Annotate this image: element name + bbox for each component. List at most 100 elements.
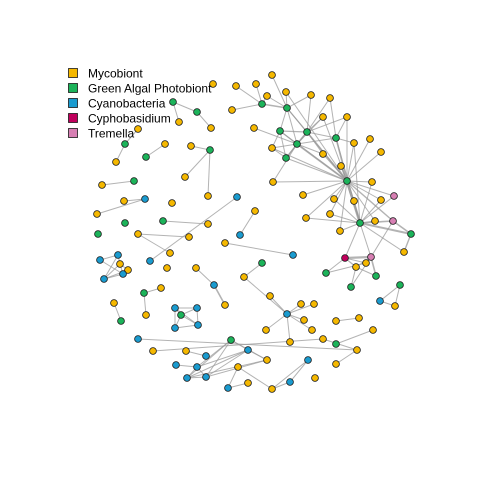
- node-mycobiont: [185, 233, 193, 241]
- node-mycobiont: [93, 210, 101, 218]
- node-green-algal-photobiont: [372, 272, 380, 280]
- edge: [353, 142, 361, 224]
- node-mycobiont: [251, 207, 259, 215]
- legend-key-green-algal-photobiont: [68, 83, 78, 93]
- node-green-algal-photobiont: [206, 146, 214, 154]
- node-mycobiont: [266, 292, 274, 300]
- edge: [186, 359, 268, 379]
- edge: [286, 107, 308, 133]
- edge: [279, 130, 287, 159]
- node-mycobiont: [228, 106, 236, 114]
- node-mycobiont: [355, 314, 363, 322]
- node-mycobiont: [299, 191, 307, 199]
- node-green-algal-photobiont: [94, 230, 102, 238]
- node-green-algal-photobiont: [227, 336, 235, 344]
- node-mycobiont: [269, 178, 277, 186]
- node-mycobiont: [332, 317, 340, 325]
- edge: [322, 116, 348, 182]
- node-mycobiont: [175, 118, 183, 126]
- node-mycobiont: [166, 249, 174, 257]
- edge: [261, 103, 288, 109]
- node-cyanobacteria: [283, 310, 291, 318]
- edge: [279, 130, 308, 133]
- legend-key-mycobiont: [68, 68, 78, 78]
- node-mycobiont: [352, 263, 360, 271]
- node-cyanobacteria: [202, 352, 210, 360]
- edge: [346, 151, 382, 182]
- node-cyanobacteria: [172, 361, 180, 369]
- node-mycobiont: [112, 158, 120, 166]
- node-cyanobacteria: [289, 251, 297, 259]
- node-mycobiont: [262, 326, 270, 334]
- edge: [272, 180, 348, 183]
- edge: [306, 131, 337, 139]
- node-mycobiont: [319, 335, 327, 343]
- node-cyphobasidium: [341, 254, 349, 262]
- edge: [370, 220, 394, 258]
- edge: [149, 196, 238, 262]
- edge: [346, 180, 382, 201]
- edge: [174, 324, 199, 329]
- node-cyanobacteria: [114, 251, 122, 259]
- edge: [305, 180, 348, 219]
- node-green-algal-photobiont: [258, 259, 266, 267]
- node-tremella: [389, 217, 397, 225]
- edge: [271, 359, 309, 390]
- node-mycobiont: [350, 139, 358, 147]
- edge: [335, 329, 374, 345]
- node-mycobiont: [336, 227, 344, 235]
- edge: [335, 349, 358, 365]
- node-mycobiont: [250, 124, 258, 132]
- node-cyanobacteria: [233, 193, 241, 201]
- node-green-algal-photobiont: [177, 311, 185, 319]
- edge: [289, 359, 309, 383]
- node-mycobiont: [268, 71, 276, 79]
- node-mycobiont: [116, 260, 124, 268]
- edge: [224, 242, 294, 256]
- edge: [344, 222, 361, 259]
- node-mycobiont: [124, 266, 132, 274]
- node-mycobiont: [308, 326, 316, 334]
- edge: [205, 349, 249, 378]
- node-cyanobacteria: [171, 324, 179, 332]
- edge: [271, 143, 298, 149]
- node-green-algal-photobiont: [121, 219, 129, 227]
- node-cyanobacteria: [171, 304, 179, 312]
- node-cyanobacteria: [193, 304, 201, 312]
- legend-label-tremella: Tremella: [88, 127, 135, 141]
- edge: [286, 107, 298, 145]
- node-mycobiont: [244, 379, 252, 387]
- node-mycobiont: [187, 142, 195, 150]
- edge: [306, 131, 324, 155]
- node-green-algal-photobiont: [282, 154, 290, 162]
- legend-key-cyanobacteria: [68, 98, 78, 108]
- node-mycobiont: [311, 374, 319, 382]
- edge: [286, 313, 291, 343]
- node-mycobiont: [300, 316, 308, 324]
- node-cyanobacteria: [100, 275, 108, 283]
- node-cyanobacteria: [210, 281, 218, 289]
- node-mycobiont: [371, 217, 379, 225]
- node-cyanobacteria: [193, 363, 201, 371]
- edge: [103, 254, 119, 280]
- legend-label-cyphobasidium: Cyphobasidium: [88, 112, 171, 126]
- node-mycobiont: [234, 363, 242, 371]
- node-mycobiont: [263, 92, 271, 100]
- node-green-algal-photobiont: [169, 98, 177, 106]
- edge: [145, 143, 166, 158]
- node-green-algal-photobiont: [142, 153, 150, 161]
- edge: [306, 94, 312, 133]
- edge: [237, 366, 273, 390]
- node-green-algal-photobiont: [258, 100, 266, 108]
- edge: [96, 198, 146, 215]
- node-cyanobacteria: [202, 373, 210, 381]
- edge: [296, 137, 337, 145]
- node-green-algal-photobiont: [396, 281, 404, 289]
- edge: [184, 149, 211, 178]
- edge: [325, 257, 346, 274]
- node-mycobiont: [209, 80, 217, 88]
- edge: [302, 180, 348, 196]
- node-cyanobacteria: [119, 270, 127, 278]
- node-mycobiont: [207, 124, 215, 132]
- node-tremella: [390, 192, 398, 200]
